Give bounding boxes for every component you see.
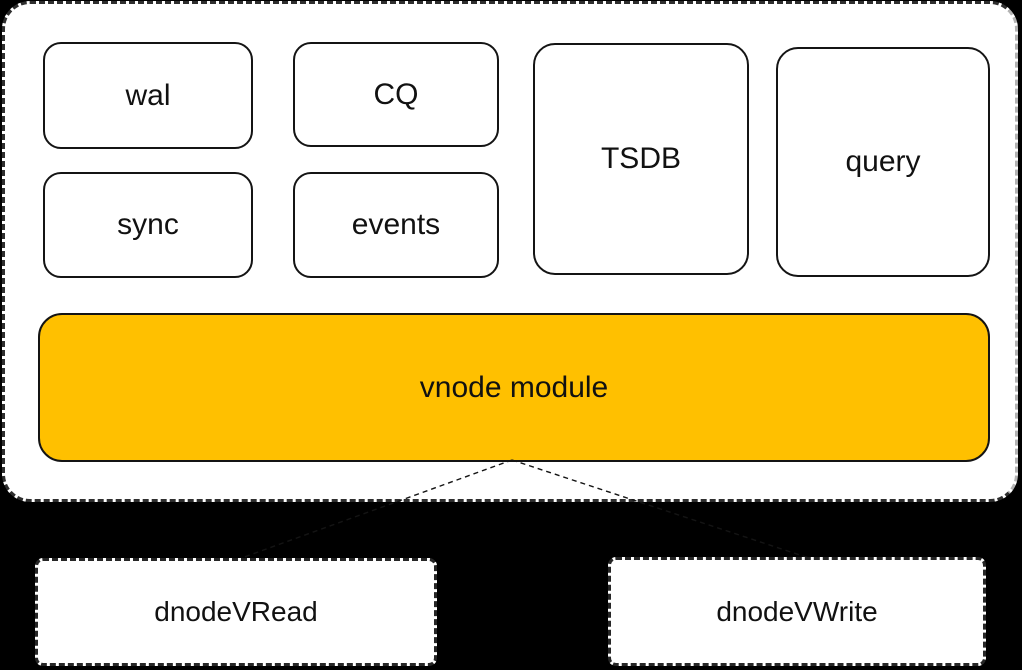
dnode-vwrite-box: dnodeVWrite xyxy=(608,557,986,666)
dnode-vread-box: dnodeVRead xyxy=(35,558,437,666)
module-box-events: events xyxy=(293,172,499,278)
module-box-wal: wal xyxy=(43,42,253,149)
module-box-cq: CQ xyxy=(293,42,499,147)
module-box-tsdb: TSDB xyxy=(533,43,749,275)
module-box-sync: sync xyxy=(43,172,253,278)
vnode-module-bar: vnode module xyxy=(38,313,990,462)
vnode-internals-panel: wal CQ sync events TSDB query vnode modu… xyxy=(2,1,1018,502)
module-box-query: query xyxy=(776,47,990,277)
